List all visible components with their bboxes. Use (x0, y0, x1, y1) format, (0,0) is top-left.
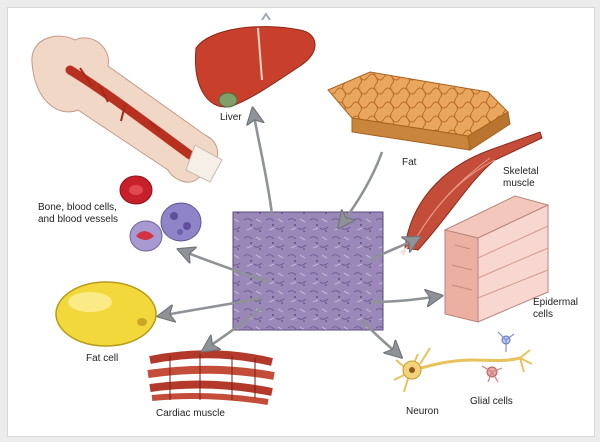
arrow-to-skeletal-muscle (369, 238, 418, 262)
fat-cell-illustration (55, 281, 157, 347)
label-liver: Liver (220, 112, 242, 123)
epidermal-cells-illustration (443, 195, 550, 323)
bone-illustration (31, 35, 223, 183)
glial-cells-illustration (481, 331, 515, 383)
label-glial-cells: Glial cells (470, 396, 513, 407)
label-fat: Fat (402, 157, 417, 168)
fat-tissue-illustration (327, 71, 511, 151)
label-epidermal-cells: Epidermal cells (533, 297, 579, 320)
cardiac-muscle-illustration (147, 350, 275, 405)
liver-illustration (194, 12, 316, 108)
arrow-to-fat-cell (160, 296, 263, 316)
differentiation-arrows (160, 110, 440, 356)
arrow-to-liver (253, 110, 274, 216)
neuron-illustration (393, 347, 533, 393)
arrow-to-epidermal-cells (371, 296, 440, 302)
arrow-to-blood-cells (180, 250, 269, 284)
label-skeletal-muscle: Skeletal muscle (503, 166, 539, 189)
arrow-to-fat (340, 151, 384, 226)
arrow-to-neuron (361, 319, 400, 356)
label-neuron: Neuron (406, 406, 439, 417)
blood-cells-illustration (119, 175, 202, 252)
label-bone-blood: Bone, blood cells, and blood vessels (38, 202, 119, 225)
arrow-to-cardiac-muscle (204, 306, 263, 350)
label-cardiac-muscle: Cardiac muscle (156, 408, 225, 419)
label-fat-cell: Fat cell (86, 353, 119, 364)
